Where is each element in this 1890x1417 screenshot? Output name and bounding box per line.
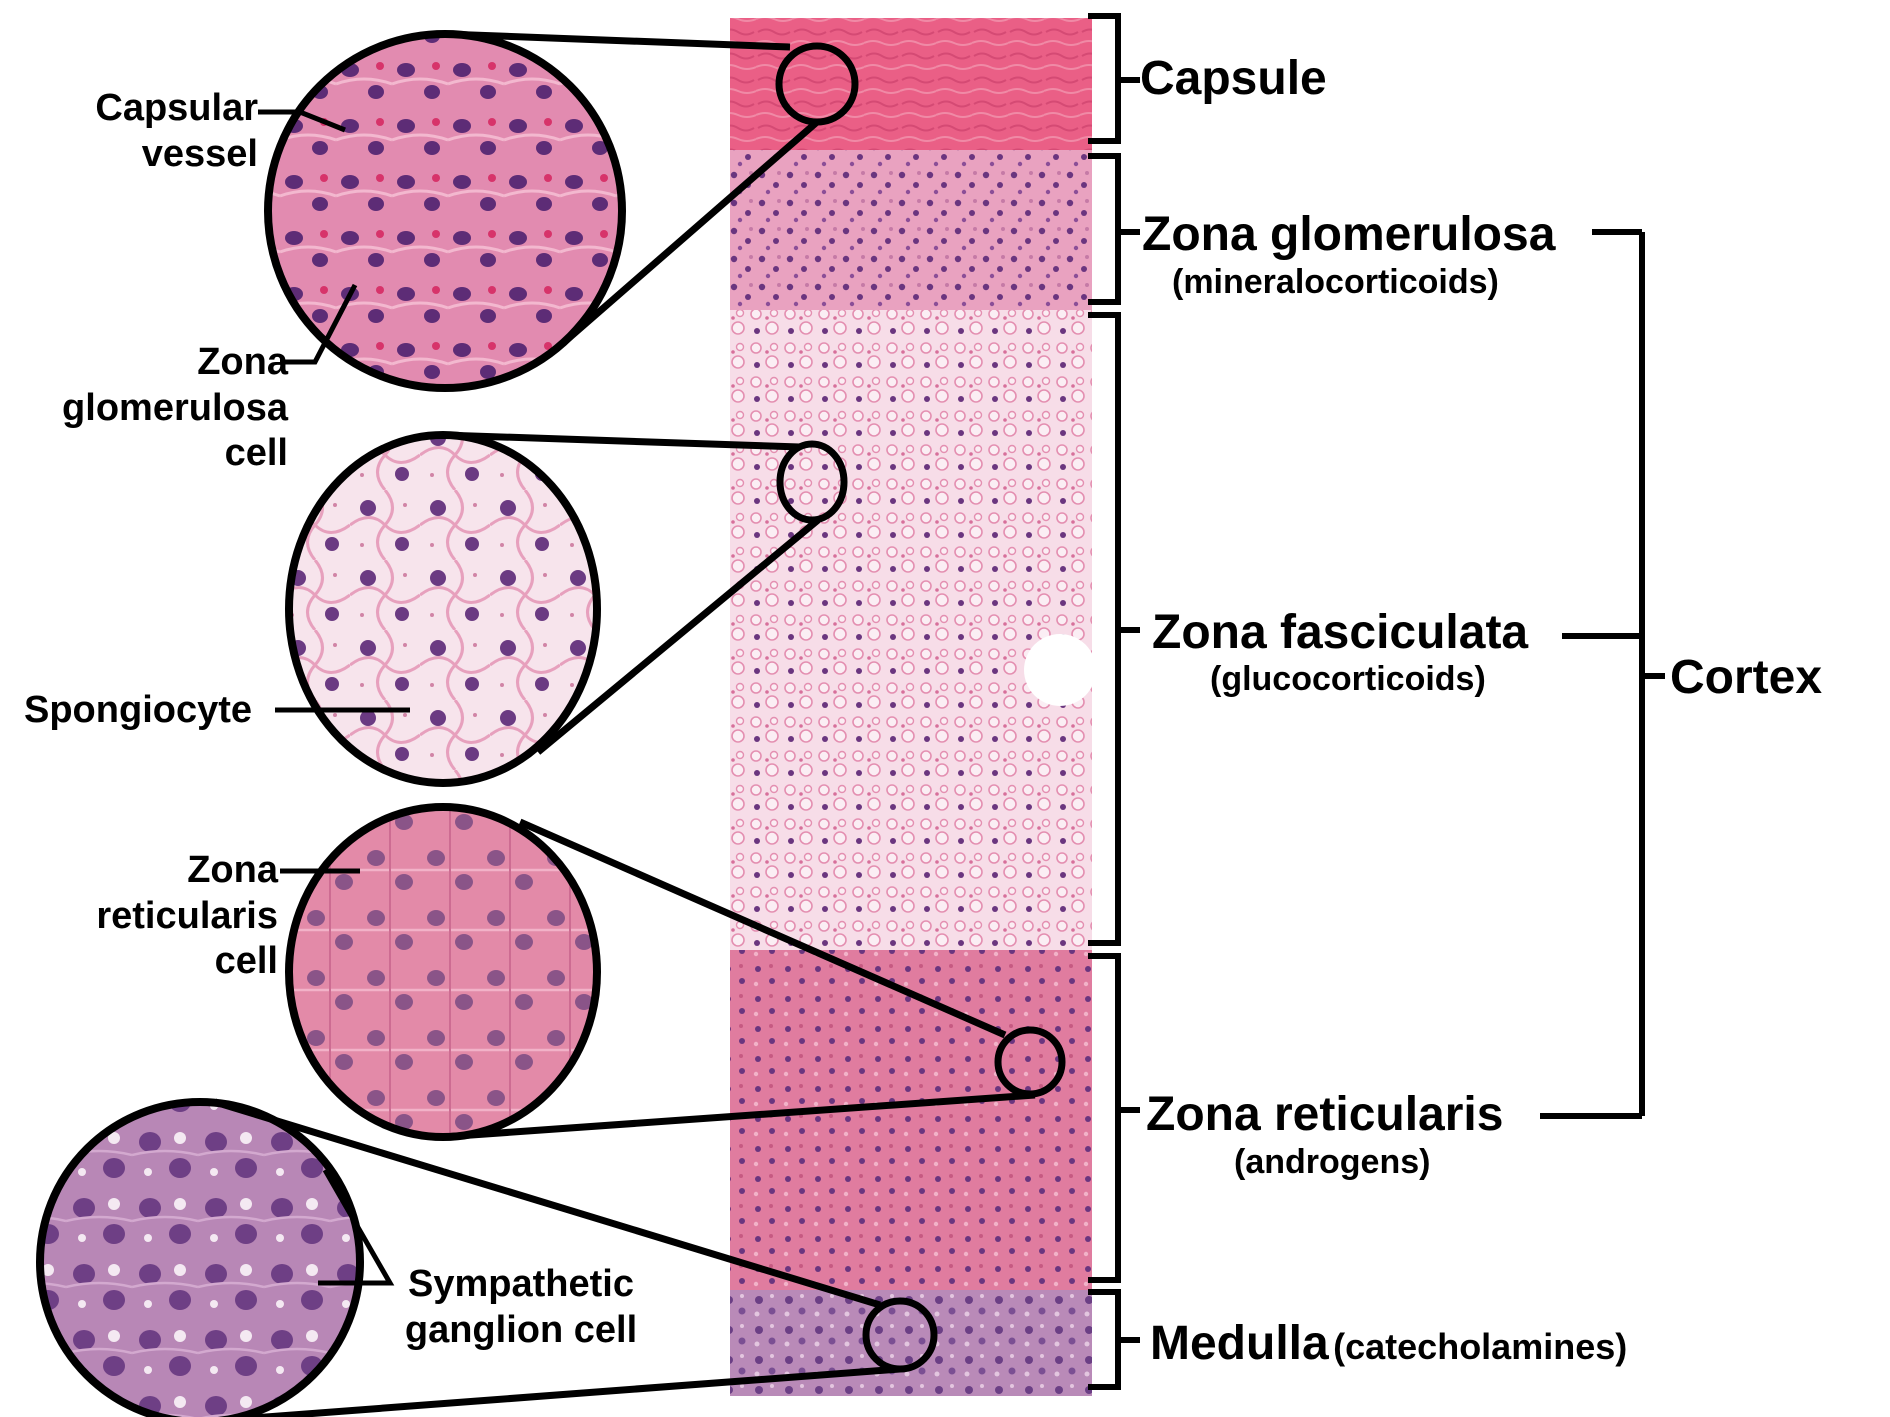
glomerulosa-cell-line3: cell xyxy=(224,432,288,475)
reticularis-tissue xyxy=(730,950,1092,1290)
inset-reticularis xyxy=(285,803,601,1141)
vessel-lumen xyxy=(1024,634,1096,706)
zone-brackets xyxy=(1088,13,1140,1390)
ganglion-cell-label: Sympathetic ganglion cell xyxy=(386,1262,656,1353)
medulla-label-row: Medulla (catecholamines) xyxy=(1150,1315,1627,1373)
capsular-vessel-label: Capsular vessel xyxy=(40,86,258,177)
capsular-vessel-line1: Capsular xyxy=(95,87,258,129)
glomerulosa-hormone: (mineralocorticoids) xyxy=(1172,263,1499,301)
tissue-section xyxy=(730,18,1096,1396)
reticularis-cell-line3: cell xyxy=(214,940,278,983)
medulla-hormone: (catecholamines) xyxy=(1333,1326,1628,1367)
reticularis-cell-label: Zona reticularis cell xyxy=(40,848,278,985)
fasciculata-hormone: (glucocorticoids) xyxy=(1210,660,1486,698)
cortex-label: Cortex xyxy=(1670,651,1823,704)
glomerulosa-tissue xyxy=(730,150,1092,310)
fasciculata-tissue xyxy=(730,310,1092,950)
inset-pointers xyxy=(258,109,410,1286)
medulla-label: Medulla xyxy=(1150,1317,1329,1370)
fasciculata-label: Zona fasciculata xyxy=(1152,606,1529,659)
reticularis-cell-line1: Zona xyxy=(187,849,278,891)
magnification-connectors xyxy=(213,30,1066,1417)
glomerulosa-cell-line2: glomerulosa xyxy=(62,386,288,429)
inset-capsule-glomerulosa xyxy=(264,30,626,392)
reticularis-label: Zona reticularis xyxy=(1146,1088,1504,1141)
cortex-bracket xyxy=(1540,229,1665,1119)
glomerulosa-cell-line1: Zona xyxy=(197,341,288,383)
reticularis-cell-line2: reticularis xyxy=(96,894,278,937)
capsule-label: Capsule xyxy=(1140,52,1327,105)
spongiocyte-label: Spongiocyte xyxy=(24,689,253,731)
glomerulosa-cell-label: Zona glomerulosa cell xyxy=(20,340,288,477)
inset-medulla xyxy=(36,1098,364,1417)
capsular-vessel-line2: vessel xyxy=(141,132,258,175)
ganglion-cell-line1: Sympathetic xyxy=(408,1263,634,1305)
capsule-tissue xyxy=(730,18,1092,150)
glomerulosa-label: Zona glomerulosa xyxy=(1142,208,1556,261)
reticularis-hormone: (androgens) xyxy=(1234,1143,1431,1181)
ganglion-cell-line2: ganglion cell xyxy=(404,1308,638,1351)
